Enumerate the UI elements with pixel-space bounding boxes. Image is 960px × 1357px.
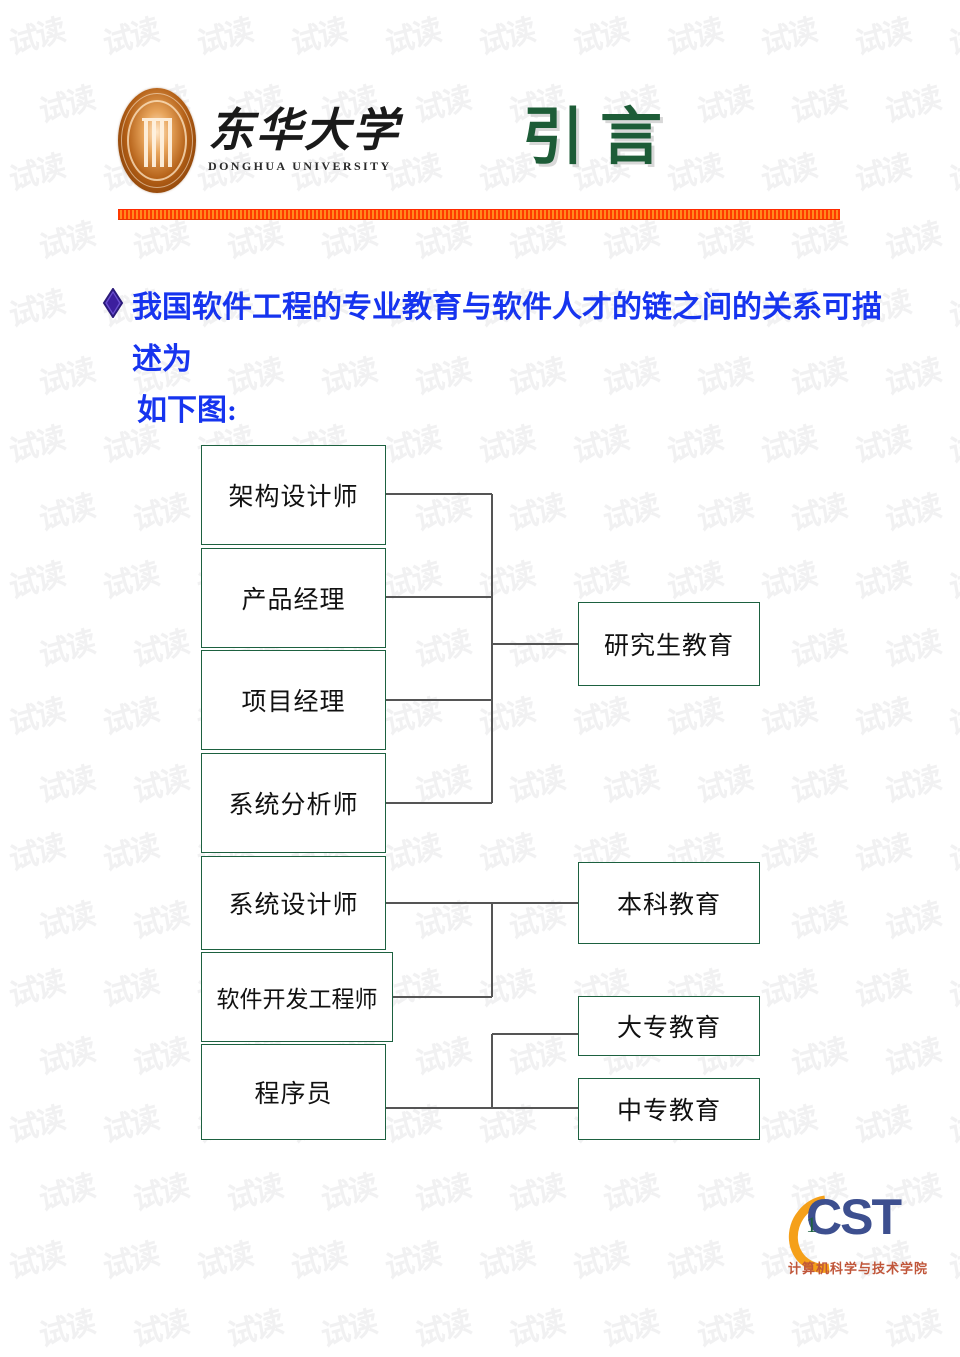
university-wordmark: 东华大学 DONGHUA UNIVERSITY	[208, 104, 400, 174]
university-name-en: DONGHUA UNIVERSITY	[208, 159, 392, 174]
role-node-6: 程序员	[201, 1044, 386, 1140]
role-node-label: 软件开发工程师	[216, 987, 378, 1012]
cst-letters: CST	[806, 1189, 902, 1245]
education-node-label: 中专教育	[616, 1098, 721, 1125]
slide-header: 东华大学 DONGHUA UNIVERSITY 引言	[0, 0, 960, 230]
body-line-1: 我国软件工程的专业教育与软件人才的链之间的关系可描述为	[132, 291, 882, 376]
cst-logo: CST 计算机科学与技术学院	[773, 1179, 927, 1290]
header-divider	[118, 209, 840, 220]
role-node-label: 系统设计师	[228, 892, 359, 919]
education-node-label: 大专教育	[616, 1015, 721, 1042]
role-node-1: 产品经理	[201, 548, 386, 648]
role-node-label: 项目经理	[241, 689, 346, 716]
role-node-label: 系统分析师	[228, 792, 359, 819]
body-text-block: 我国软件工程的专业教育与软件人才的链之间的关系可描述为 如下图:	[102, 282, 902, 437]
bullet-paragraph: 我国软件工程的专业教育与软件人才的链之间的关系可描述为 如下图:	[102, 282, 902, 437]
education-node-label: 本科教育	[616, 892, 721, 919]
dhu-seal-icon	[118, 88, 196, 193]
page-title: 引言	[521, 104, 678, 172]
body-line-2: 如下图:	[137, 394, 237, 428]
cst-school-name: 计算机科学与技术学院	[788, 1261, 929, 1276]
body-lines: 我国软件工程的专业教育与软件人才的链之间的关系可描述为 如下图:	[132, 282, 902, 437]
seal-ring	[121, 93, 193, 188]
education-node-0: 研究生教育	[578, 602, 760, 686]
education-node-3: 中专教育	[578, 1078, 760, 1140]
role-node-2: 项目经理	[201, 650, 386, 750]
role-node-label: 产品经理	[241, 587, 346, 614]
role-node-0: 架构设计师	[201, 445, 386, 545]
role-node-3: 系统分析师	[201, 753, 386, 853]
education-node-label: 研究生教育	[603, 633, 734, 660]
university-name-cn: 东华大学	[208, 104, 400, 156]
education-node-2: 大专教育	[578, 996, 760, 1056]
role-node-5: 软件开发工程师	[201, 952, 393, 1042]
page-number: 1	[806, 1212, 817, 1237]
role-node-4: 系统设计师	[201, 856, 386, 950]
university-logo: 东华大学 DONGHUA UNIVERSITY	[118, 88, 400, 193]
role-node-label: 程序员	[254, 1081, 333, 1108]
education-node-1: 本科教育	[578, 862, 760, 944]
diamond-bullet-icon	[102, 288, 124, 318]
role-node-label: 架构设计师	[228, 484, 359, 511]
